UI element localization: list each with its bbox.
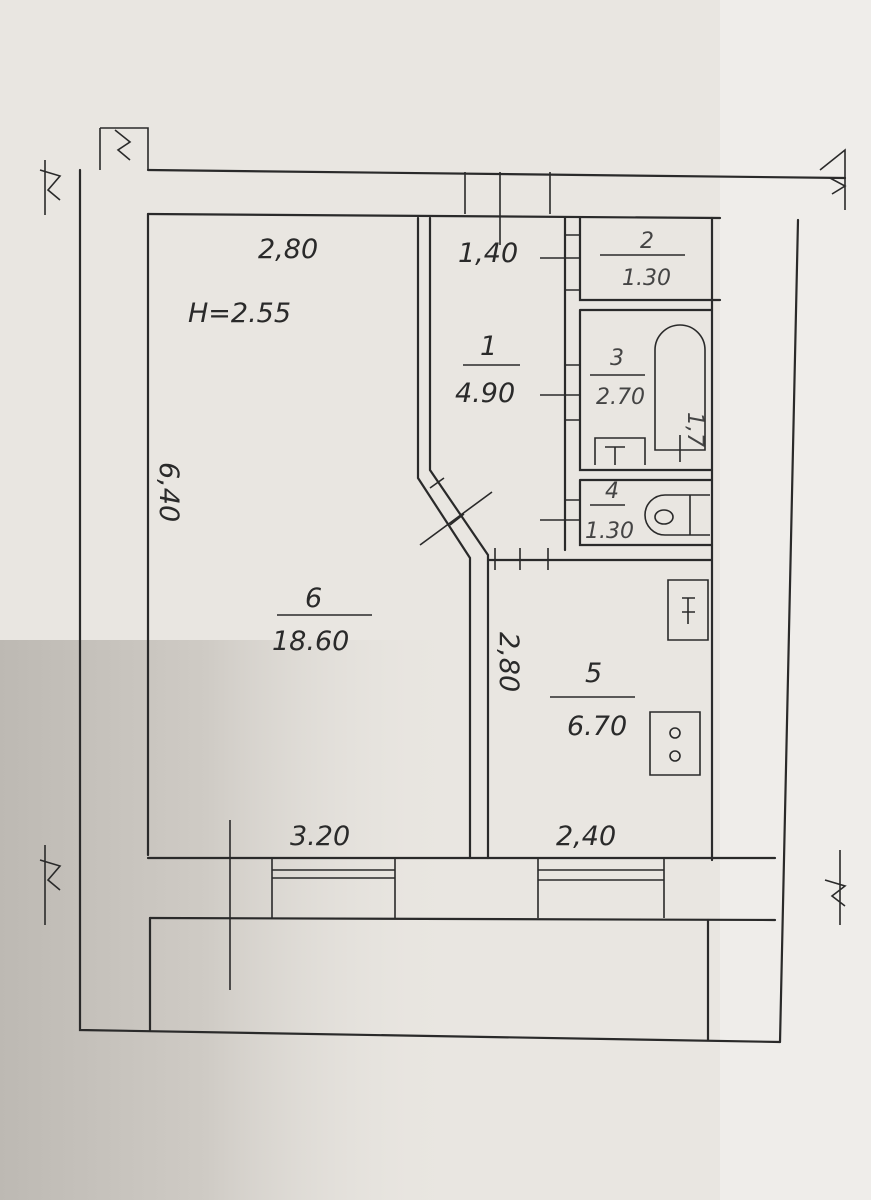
room2-number: 2 [640, 229, 654, 254]
room3-area: 2.70 [596, 385, 645, 410]
walls [39, 127, 847, 1044]
dim-kitchen-length: 2,80 [493, 632, 524, 692]
dim-bath-length: 1,7 [682, 412, 707, 447]
room4-area: 1.30 [585, 519, 634, 544]
dim-kitchen-width: 2,40 [556, 821, 616, 852]
room1-area: 4.90 [455, 378, 515, 409]
paper-edge [720, 0, 871, 1200]
dim-hall-width: 1,40 [458, 238, 518, 269]
ceiling-height: H=2.55 [188, 298, 291, 329]
dim-room6-width-bottom: 3.20 [290, 821, 350, 852]
room6-number: 6 [305, 583, 322, 614]
room5-number: 5 [585, 658, 602, 689]
room6-area: 18.60 [272, 626, 349, 657]
dim-room6-width-top: 2,80 [258, 234, 318, 265]
dim-room6-length: 6,40 [153, 462, 184, 522]
room3-number: 3 [610, 346, 624, 371]
room4-number: 4 [605, 479, 619, 504]
room1-number: 1 [480, 331, 497, 362]
room2-area: 1.30 [622, 266, 671, 291]
room5-area: 6.70 [567, 711, 627, 742]
